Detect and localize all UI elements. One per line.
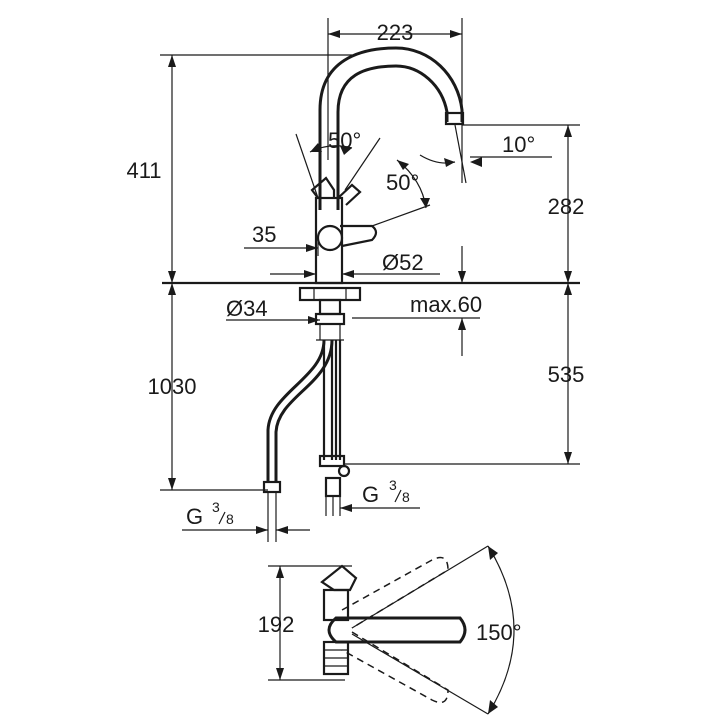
dim-lever-offset: 35 xyxy=(244,222,319,256)
label-hose-length: 1030 xyxy=(148,374,197,399)
label-thread-left-num: 3 xyxy=(212,499,220,515)
dim-spout-height: 282 xyxy=(462,124,585,283)
thread-left: G 3 8 xyxy=(182,492,310,542)
label-lever-angle-right: 50° xyxy=(386,170,419,195)
label-total-height: 411 xyxy=(126,158,161,183)
dim-lever-angle-left: 50° xyxy=(295,128,381,199)
faucet-body xyxy=(310,46,465,285)
dim-spout-angle: 10° xyxy=(419,124,552,184)
dim-deck-thickness: max.60 xyxy=(352,246,482,356)
dim-spout-reach: 223 xyxy=(327,18,463,160)
label-body-diameter: Ø52 xyxy=(382,250,424,275)
label-swivel-angle: 150° xyxy=(476,620,522,645)
dim-below-deck: 535 xyxy=(344,283,585,465)
dim-hose-length: 1030 xyxy=(148,283,268,491)
label-top-view-depth: 192 xyxy=(258,612,295,637)
label-thread-right-main: G xyxy=(362,482,379,507)
supply-hoses xyxy=(262,339,351,516)
label-spout-angle: 10° xyxy=(502,132,535,157)
label-spout-height: 282 xyxy=(548,194,585,219)
dim-lever-angle-right: 50° xyxy=(371,159,431,227)
thread-right: G 3 8 xyxy=(325,477,420,516)
dim-body-diameter: Ø52 xyxy=(270,250,440,278)
label-lever-angle-left: 50° xyxy=(328,128,361,153)
dim-total-height: 411 xyxy=(126,54,352,283)
label-below-deck: 535 xyxy=(548,362,585,387)
label-thread-left-main: G xyxy=(186,504,203,529)
label-thread-right-den: 8 xyxy=(402,489,410,505)
label-deck-thickness: max.60 xyxy=(410,292,482,317)
label-thread-left-den: 8 xyxy=(226,511,234,527)
label-lever-offset: 35 xyxy=(252,222,276,247)
top-view: 192 150° xyxy=(258,545,522,715)
dim-hole-diameter: Ø34 xyxy=(226,296,320,324)
label-thread-right-num: 3 xyxy=(389,477,397,493)
mounting-assembly xyxy=(298,286,362,341)
label-hole-diameter: Ø34 xyxy=(226,296,268,321)
label-spout-reach: 223 xyxy=(377,20,414,45)
